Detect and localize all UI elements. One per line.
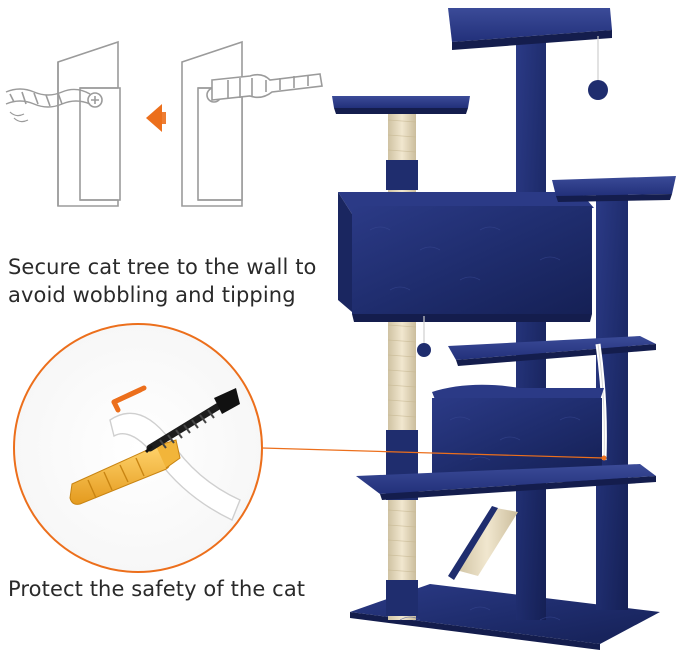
pointer-line: [261, 447, 605, 459]
wall-anchor-icon: [69, 439, 181, 505]
wall-mount-caption: Secure cat tree to the wall to avoid wob…: [8, 253, 316, 309]
orange-left-arrow-icon: [146, 104, 166, 132]
wall-mount-diagram: [5, 40, 323, 207]
wall-mount-caption-line2: avoid wobbling and tipping: [8, 283, 296, 307]
hardware-detail-lens: [13, 323, 263, 573]
screw-icon: [144, 388, 240, 454]
wall-mount-caption-line1: Secure cat tree to the wall to: [8, 255, 317, 279]
safety-caption: Protect the safety of the cat: [8, 577, 306, 601]
cat-tree: [332, 8, 676, 650]
orange-down-left-arrow-icon: [111, 385, 147, 413]
